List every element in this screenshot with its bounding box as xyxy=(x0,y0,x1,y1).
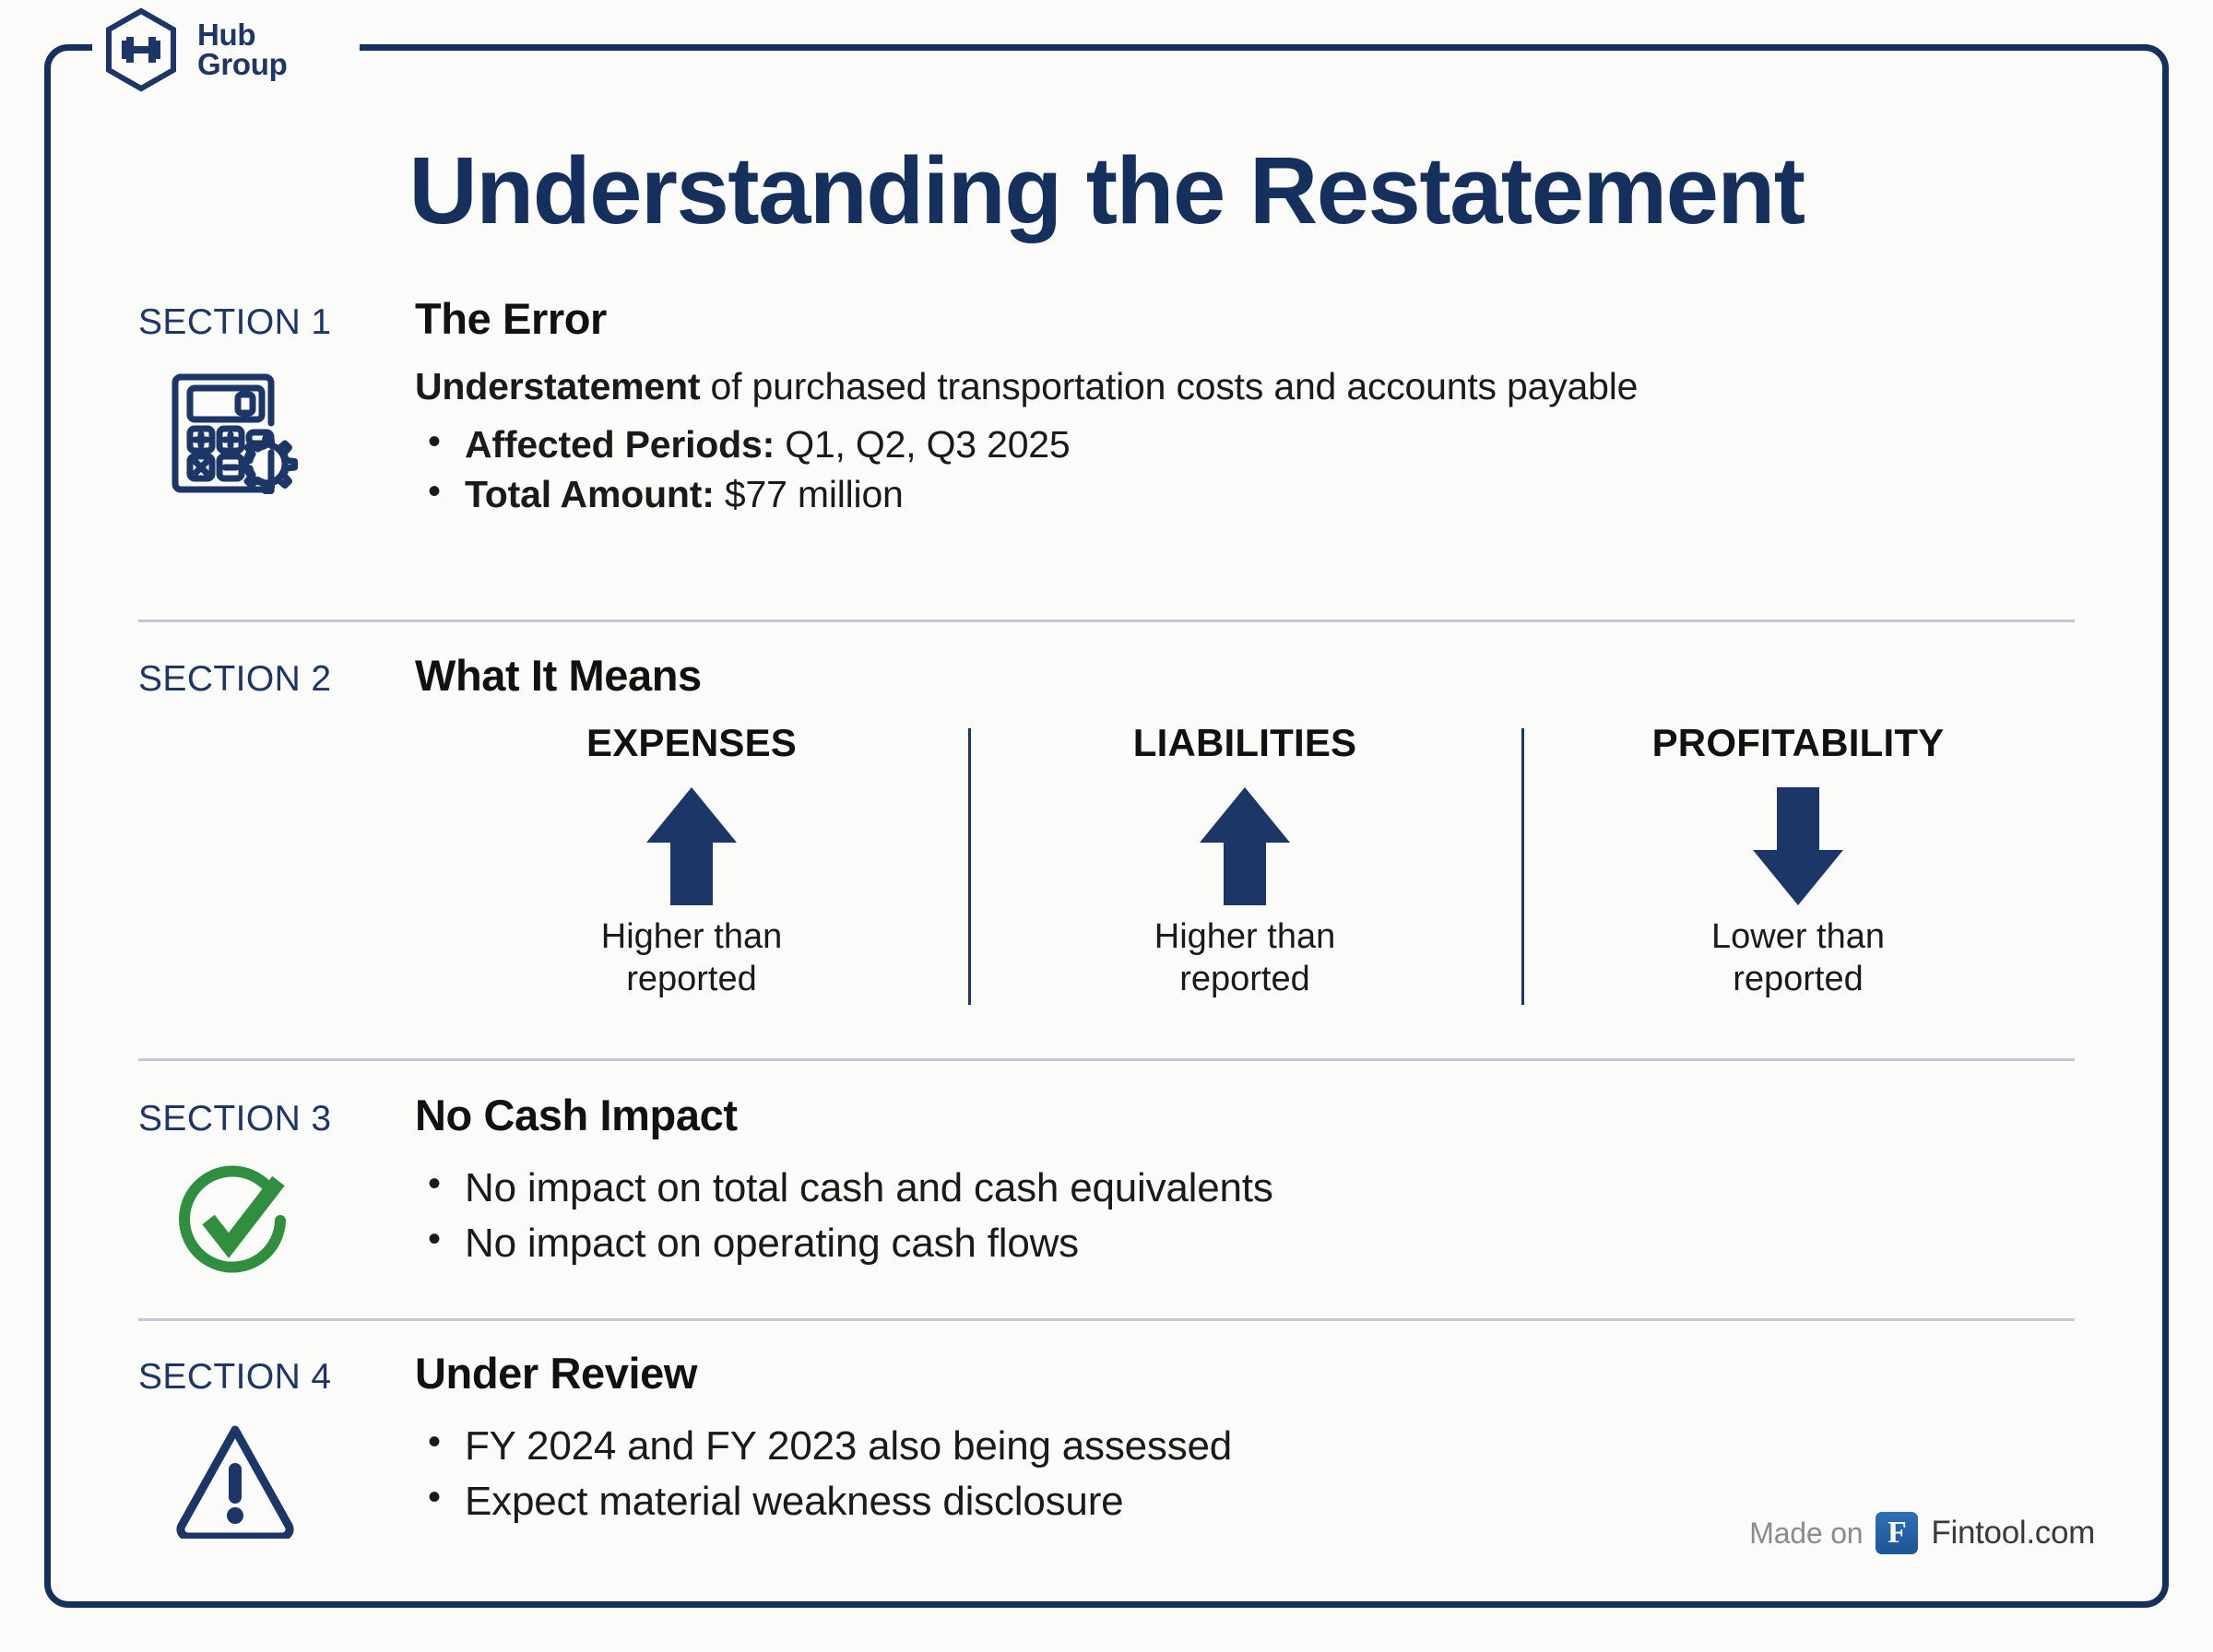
section-under-review: SECTION 4 Under Review FY 2024 and FY 20… xyxy=(138,1348,2075,1539)
page-title: Understanding the Restatement xyxy=(408,137,1805,243)
section-3-body: No impact on total cash and cash equival… xyxy=(138,1159,2075,1273)
fintool-logo-icon: F xyxy=(1876,1512,1919,1554)
green-check-circle-icon xyxy=(148,1161,323,1280)
section-what-it-means: SECTION 2 What It Means EXPENSES Higher … xyxy=(138,650,2075,1005)
section-the-error: SECTION 1 The Error xyxy=(138,293,2075,520)
list-item: No impact on operating cash flows xyxy=(415,1214,2075,1271)
caption-line-2: reported xyxy=(1733,959,1864,998)
logo-line-1: Hub xyxy=(197,17,256,52)
warning-triangle-icon xyxy=(148,1419,323,1539)
caption-line-1: Higher than xyxy=(600,917,783,956)
column-divider-1 xyxy=(967,728,971,1005)
section-1-bullet-list: Affected Periods: Q1, Q2, Q3 2025 Total … xyxy=(415,418,2075,519)
section-2-header: SECTION 2 What It Means xyxy=(138,650,2075,701)
section-1-header: SECTION 1 The Error xyxy=(138,293,2075,344)
column-liabilities: LIABILITIES Higher than reported xyxy=(968,721,1521,1000)
caption-line-1: Higher than xyxy=(1154,917,1336,956)
logo-wordmark: Hub Group xyxy=(197,17,288,81)
section-4-title: Under Review xyxy=(415,1349,698,1398)
fintool-attribution[interactable]: Made on F Fintool.com xyxy=(1749,1512,2095,1554)
section-4-header: SECTION 4 Under Review xyxy=(138,1348,2075,1398)
section-2-body: EXPENSES Higher than reported LIABILITIE… xyxy=(138,721,2075,1005)
list-item: Affected Periods: Q1, Q2, Q3 2025 xyxy=(415,418,2075,469)
section-4-content: FY 2024 and FY 2023 also being assessed … xyxy=(415,1417,2075,1529)
section-3-title: No Cash Impact xyxy=(415,1091,738,1139)
section-4-bullet-list: FY 2024 and FY 2023 also being assessed … xyxy=(415,1417,2075,1529)
section-3-kicker: SECTION 3 xyxy=(138,1099,332,1139)
column-caption: Higher than reported xyxy=(415,916,968,1000)
section-1-kicker: SECTION 1 xyxy=(138,302,332,342)
arrow-up-icon xyxy=(968,782,1521,911)
section-1-content: Understatement of purchased transportati… xyxy=(415,364,2075,520)
section-1-lead-bold: Understatement xyxy=(415,365,701,407)
divider-3 xyxy=(138,1318,2075,1321)
arrow-down-icon xyxy=(1521,782,2075,911)
divider-2 xyxy=(138,1058,2075,1061)
section-no-cash-impact: SECTION 3 No Cash Impact No impact on to… xyxy=(138,1090,2075,1273)
bullet-label: Affected Periods: xyxy=(465,423,775,466)
column-divider-2 xyxy=(1521,728,1524,1005)
section-3-content: No impact on total cash and cash equival… xyxy=(415,1159,2075,1271)
fintool-site-label[interactable]: Fintool.com xyxy=(1931,1515,2095,1551)
list-item: Expect material weakness disclosure xyxy=(415,1472,2075,1529)
column-caption: Higher than reported xyxy=(968,916,1521,1000)
column-caption: Lower than reported xyxy=(1521,916,2075,1000)
section-2-kicker: SECTION 2 xyxy=(138,659,332,699)
hub-group-logo: Hub Group xyxy=(101,7,288,92)
section-4-body: FY 2024 and FY 2023 also being assessed … xyxy=(138,1417,2075,1539)
section-1-lead-rest: of purchased transportation costs and ac… xyxy=(700,365,1639,407)
logo-line-2: Group xyxy=(197,47,288,81)
bullet-value: $77 million xyxy=(714,473,904,516)
list-item: FY 2024 and FY 2023 also being assessed xyxy=(415,1417,2075,1474)
arrow-up-icon xyxy=(415,782,968,911)
section-3-bullet-list: No impact on total cash and cash equival… xyxy=(415,1159,2075,1271)
list-item: No impact on total cash and cash equival… xyxy=(415,1159,2075,1216)
made-on-label: Made on xyxy=(1749,1516,1864,1550)
column-title: PROFITABILITY xyxy=(1651,721,1945,764)
bullet-value: Q1, Q2, Q3 2025 xyxy=(775,423,1071,466)
section-3-header: SECTION 3 No Cash Impact xyxy=(138,1090,2075,1140)
hexagon-h-logo-icon xyxy=(101,7,181,92)
caption-line-2: reported xyxy=(1179,959,1310,998)
column-profitability: PROFITABILITY Lower than reported xyxy=(1521,721,2075,1000)
section-1-body: Understatement of purchased transportati… xyxy=(138,364,2075,520)
page-border xyxy=(44,44,2169,1608)
impact-columns: EXPENSES Higher than reported LIABILITIE… xyxy=(415,721,2075,1005)
section-4-kicker: SECTION 4 xyxy=(138,1357,332,1397)
column-title: LIABILITIES xyxy=(1132,721,1357,764)
section-1-title: The Error xyxy=(415,294,607,343)
calculator-gear-icon xyxy=(148,364,323,502)
section-1-lead: Understatement of purchased transportati… xyxy=(415,364,2075,408)
column-expenses: EXPENSES Higher than reported xyxy=(415,721,968,1000)
list-item: Total Amount: $77 million xyxy=(415,467,2075,519)
caption-line-1: Lower than xyxy=(1710,917,1885,956)
column-title: EXPENSES xyxy=(586,721,798,764)
divider-1 xyxy=(138,620,2075,622)
section-2-title: What It Means xyxy=(415,651,702,700)
caption-line-2: reported xyxy=(626,959,757,998)
bullet-label: Total Amount: xyxy=(465,473,715,516)
